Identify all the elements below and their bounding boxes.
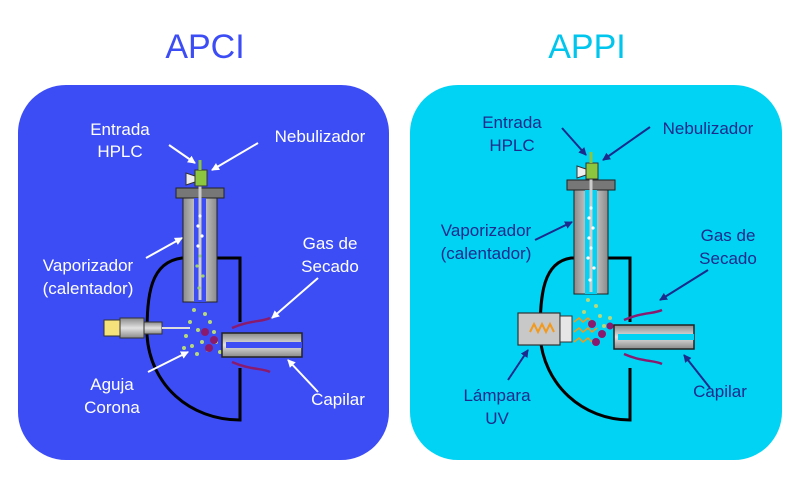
- appi-label-capilar: Capilar: [693, 382, 747, 401]
- apci-label-entrada-2: HPLC: [97, 142, 142, 161]
- uv-rays: [573, 316, 598, 344]
- appi-label-lampara: Lámpara: [463, 386, 531, 405]
- appi-label-nebulizador: Nebulizador: [663, 119, 754, 138]
- appi-label-vaporizador-2: (calentador): [441, 244, 532, 263]
- appi-label-gas-1: Gas de: [701, 226, 756, 245]
- apci-hplc-inlet: [185, 160, 208, 187]
- apci-label-gas-1: Gas de: [303, 234, 358, 253]
- appi-arrows: [507, 126, 711, 389]
- apci-label-gas-2: Secado: [301, 257, 359, 276]
- apci-label-entrada-1: Entrada: [90, 120, 150, 139]
- apci-panel: Entrada HPLC Nebulizador Vaporizador (ca…: [18, 85, 389, 460]
- appi-panel: Entrada HPLC Nebulizador Vaporizador (ca…: [410, 85, 782, 460]
- appi-label-uv: UV: [485, 409, 509, 428]
- apci-label-nebulizador: Nebulizador: [275, 127, 366, 146]
- apci-label-aguja: Aguja: [90, 375, 134, 394]
- appi-capillary: [613, 308, 695, 366]
- apci-label-capilar: Capilar: [311, 390, 365, 409]
- apci-title: APCI: [165, 28, 245, 66]
- appi-title: APPI: [548, 28, 626, 66]
- apci-label-vaporizador-1: Vaporizador: [43, 256, 134, 275]
- apci-label-vaporizador-2: (calentador): [43, 279, 134, 298]
- appi-chamber: [538, 256, 632, 422]
- appi-spray-plume: [582, 298, 612, 328]
- apci-spray-plume: [182, 308, 222, 356]
- appi-label-entrada-2: HPLC: [489, 136, 534, 155]
- appi-vaporizer: [566, 158, 616, 295]
- appi-label-vaporizador-1: Vaporizador: [441, 221, 532, 240]
- appi-hplc-inlet: [576, 152, 599, 180]
- apci-chamber: [145, 256, 242, 422]
- apci-vaporizer: [175, 165, 225, 303]
- appi-label-gas-2: Secado: [699, 249, 757, 268]
- appi-label-entrada-1: Entrada: [482, 113, 542, 132]
- uv-lamp: [517, 312, 573, 346]
- apci-ions: [201, 328, 218, 352]
- appi-ions: [588, 320, 614, 346]
- apci-capillary: [221, 316, 303, 374]
- apci-arrows: [145, 142, 319, 393]
- apci-label-corona: Corona: [84, 398, 140, 417]
- corona-needle: [103, 317, 190, 339]
